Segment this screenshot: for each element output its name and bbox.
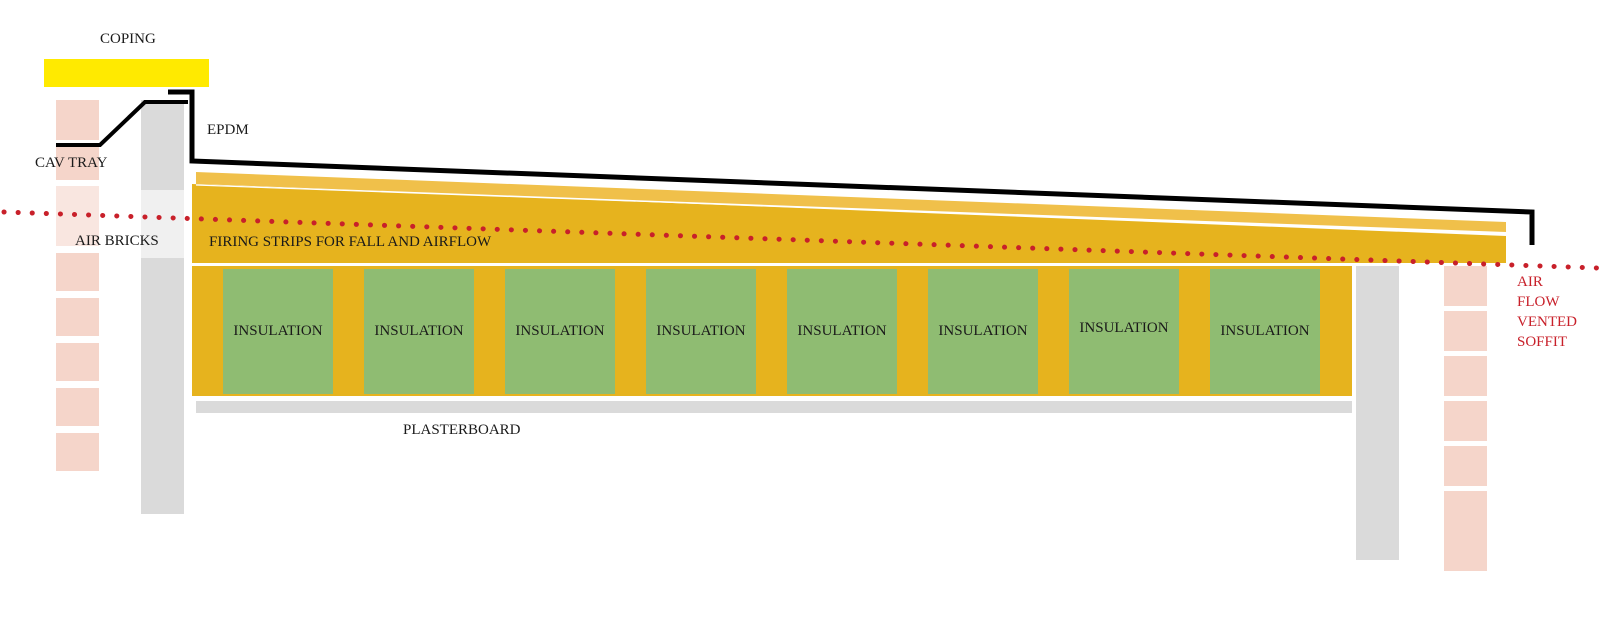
airflow-label-line-2: FLOW xyxy=(1517,294,1560,310)
insulation-label: INSULATION xyxy=(374,323,463,339)
airflow-label-line-1: AIR xyxy=(1517,274,1543,290)
firing-strip-seam xyxy=(195,184,1507,234)
coping-label: COPING xyxy=(100,31,156,47)
plasterboard-label: PLASTERBOARD xyxy=(403,422,521,438)
insulation-bay xyxy=(223,269,333,394)
brick xyxy=(56,343,99,381)
air-brick-gap xyxy=(141,190,184,258)
epdm-membrane xyxy=(168,89,1535,245)
brick xyxy=(1444,446,1487,486)
insulation-bays xyxy=(223,269,1320,394)
epdm-label: EPDM xyxy=(207,122,249,138)
airflow-label-line-3: VENTED xyxy=(1517,314,1577,330)
brick xyxy=(1444,356,1487,396)
firing-strip-top xyxy=(196,172,1506,232)
brick xyxy=(56,145,99,180)
plasterboard xyxy=(196,401,1352,413)
insulation-label: INSULATION xyxy=(1079,320,1168,336)
insulation-label: INSULATION xyxy=(233,323,322,339)
insulation-label: INSULATION xyxy=(656,323,745,339)
insulation-bay xyxy=(646,269,756,394)
cav-tray-label: CAV TRAY xyxy=(35,155,108,171)
roof-deck xyxy=(192,184,1506,263)
airflow-line xyxy=(1,209,1600,271)
brick xyxy=(1444,311,1487,351)
insulation-label: INSULATION xyxy=(1220,323,1309,339)
air-brick xyxy=(56,186,99,246)
insulation-label: INSULATION xyxy=(938,323,1027,339)
firing-strips-label: FIRING STRIPS FOR FALL AND AIRFLOW xyxy=(209,234,492,250)
brick xyxy=(56,388,99,426)
insulation-bay xyxy=(787,269,897,394)
insulation-bay xyxy=(364,269,474,394)
coping xyxy=(44,59,209,87)
insulation-bay xyxy=(1210,269,1320,394)
left-brick-leaf xyxy=(56,100,99,471)
right-brick-leaf xyxy=(1444,266,1487,571)
insulation-bay xyxy=(928,269,1038,394)
brick xyxy=(56,100,99,140)
brick xyxy=(1444,491,1487,571)
brick xyxy=(1444,401,1487,441)
brick xyxy=(56,433,99,471)
insulation-bay xyxy=(505,269,615,394)
airflow-label-line-4: SOFFIT xyxy=(1517,334,1567,350)
insulation-labels: INSULATION INSULATION INSULATION INSULAT… xyxy=(233,320,1309,339)
brick xyxy=(1444,266,1487,306)
insulation-bay xyxy=(1069,269,1179,394)
left-inner-wall xyxy=(141,100,184,514)
air-bricks-label: AIR BRICKS xyxy=(75,233,159,249)
brick xyxy=(56,298,99,336)
brick xyxy=(56,253,99,291)
insulation-label: INSULATION xyxy=(797,323,886,339)
cavity-tray xyxy=(56,100,188,147)
right-inner-wall xyxy=(1356,266,1399,560)
insulation-label: INSULATION xyxy=(515,323,604,339)
